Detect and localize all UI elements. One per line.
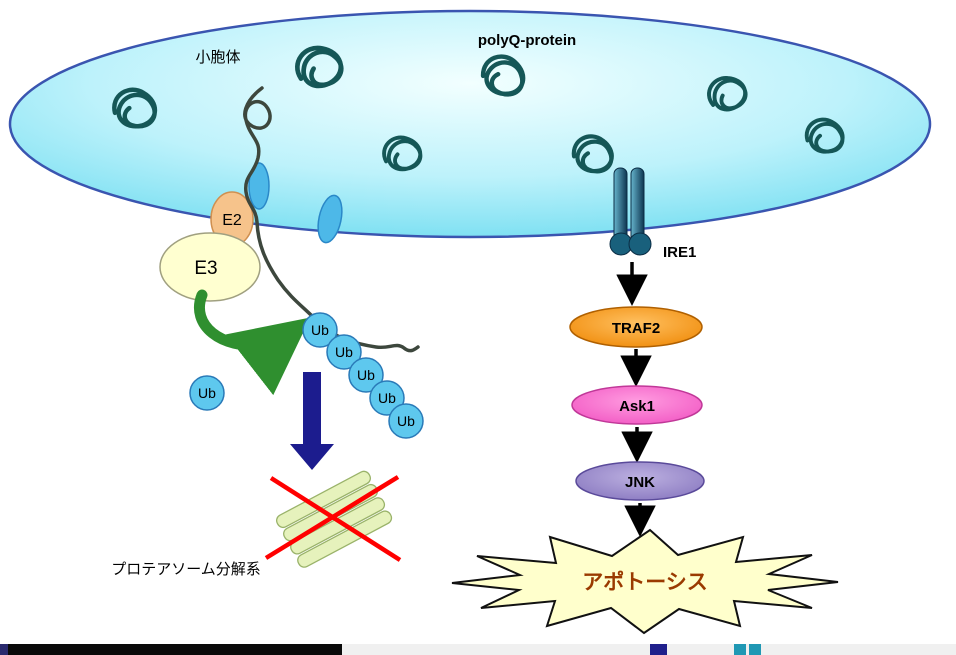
degradation-block-arrow [290, 372, 334, 470]
e3-label: E3 [194, 258, 217, 279]
membrane-channel [317, 194, 343, 244]
polyq-thread [243, 86, 420, 353]
e3-enzyme-ellipse [159, 232, 261, 302]
membrane-channel [248, 162, 270, 210]
ub-label: Ub [357, 367, 375, 383]
ub-label: Ub [397, 413, 415, 429]
ub-circle [369, 380, 405, 416]
ask1-label: Ask1 [619, 398, 655, 415]
apoptosis-starburst [451, 528, 839, 635]
e2-label: E2 [222, 212, 242, 229]
ire1-domain [628, 232, 652, 256]
red-cross-icon [264, 475, 402, 562]
taskbar-segment[interactable] [8, 644, 342, 655]
free-ub-circle [189, 375, 225, 411]
ub-circle [302, 312, 338, 348]
traf2-node [569, 306, 703, 348]
ub-circle [348, 357, 384, 393]
polyq-protein-label: polyQ-protein [478, 32, 576, 49]
ub-label: Ub [335, 344, 353, 360]
ub-label: Ub [378, 390, 396, 406]
ub-circle [326, 334, 362, 370]
taskbar-background [0, 644, 956, 655]
proteasome-system-label: プロテアソーム分解系 [111, 561, 261, 578]
ubiquitin-chain [302, 312, 424, 439]
er-label: 小胞体 [195, 49, 240, 66]
traf2-label: TRAF2 [612, 320, 660, 337]
ub-circle [388, 403, 424, 439]
taskbar-segment[interactable] [749, 644, 761, 655]
ub-label: Ub [311, 322, 329, 338]
taskbar-segment[interactable] [734, 644, 746, 655]
proteasome-slat [275, 470, 371, 529]
proteasome-slat [297, 510, 393, 568]
ask1-node [571, 385, 703, 425]
ire1-receptor [609, 167, 652, 256]
jnk-label: JNK [625, 474, 655, 491]
ire1-label: IRE1 [663, 244, 696, 261]
taskbar-segment[interactable] [0, 644, 8, 655]
apoptosis-label: アポトーシス [582, 570, 708, 594]
taskbar-segment[interactable] [650, 644, 667, 655]
red-cross-line [269, 476, 402, 562]
er-membrane-ellipse [8, 9, 932, 239]
taskbar-strip [0, 644, 956, 655]
ubiquitination-arrow [194, 289, 311, 396]
free-ub-label: Ub [198, 385, 216, 401]
jnk-node [575, 461, 705, 501]
